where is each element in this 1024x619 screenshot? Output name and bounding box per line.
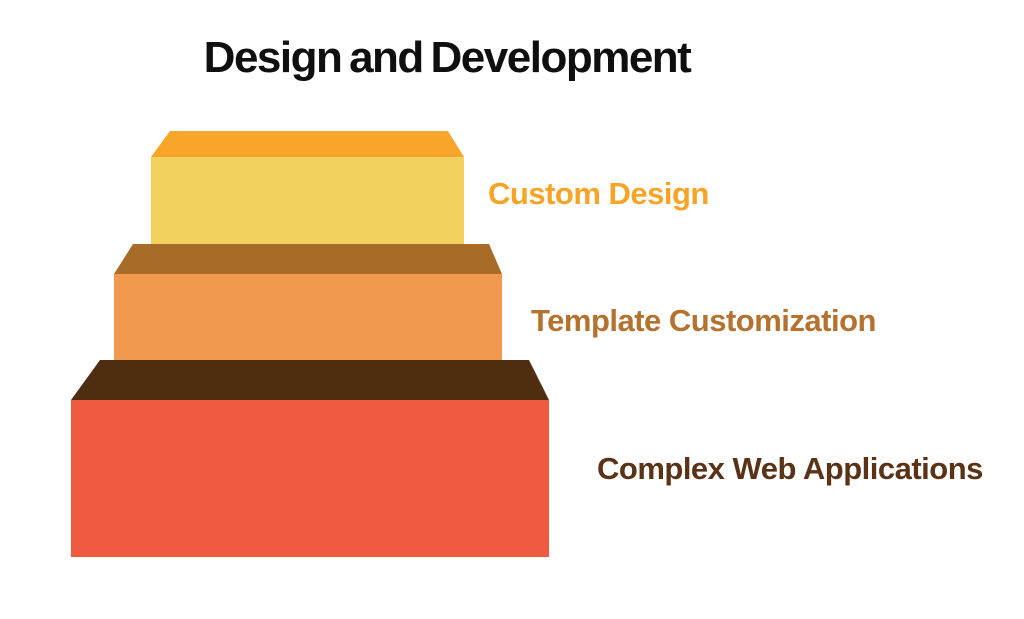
tier-1-front-face (151, 157, 464, 244)
tier-3-front-face (71, 400, 549, 557)
tier-3-top-face (71, 360, 549, 400)
tier-3-label: Complex Web Applications (597, 451, 983, 486)
tier-2-front-face (114, 274, 502, 360)
page-title: Design and Development (203, 33, 692, 82)
tier-1-label: Custom Design (488, 176, 709, 211)
tier-2-top-face (114, 244, 502, 274)
tier-2-label: Template Customization (531, 303, 876, 338)
tier-1-top-face (151, 131, 464, 157)
